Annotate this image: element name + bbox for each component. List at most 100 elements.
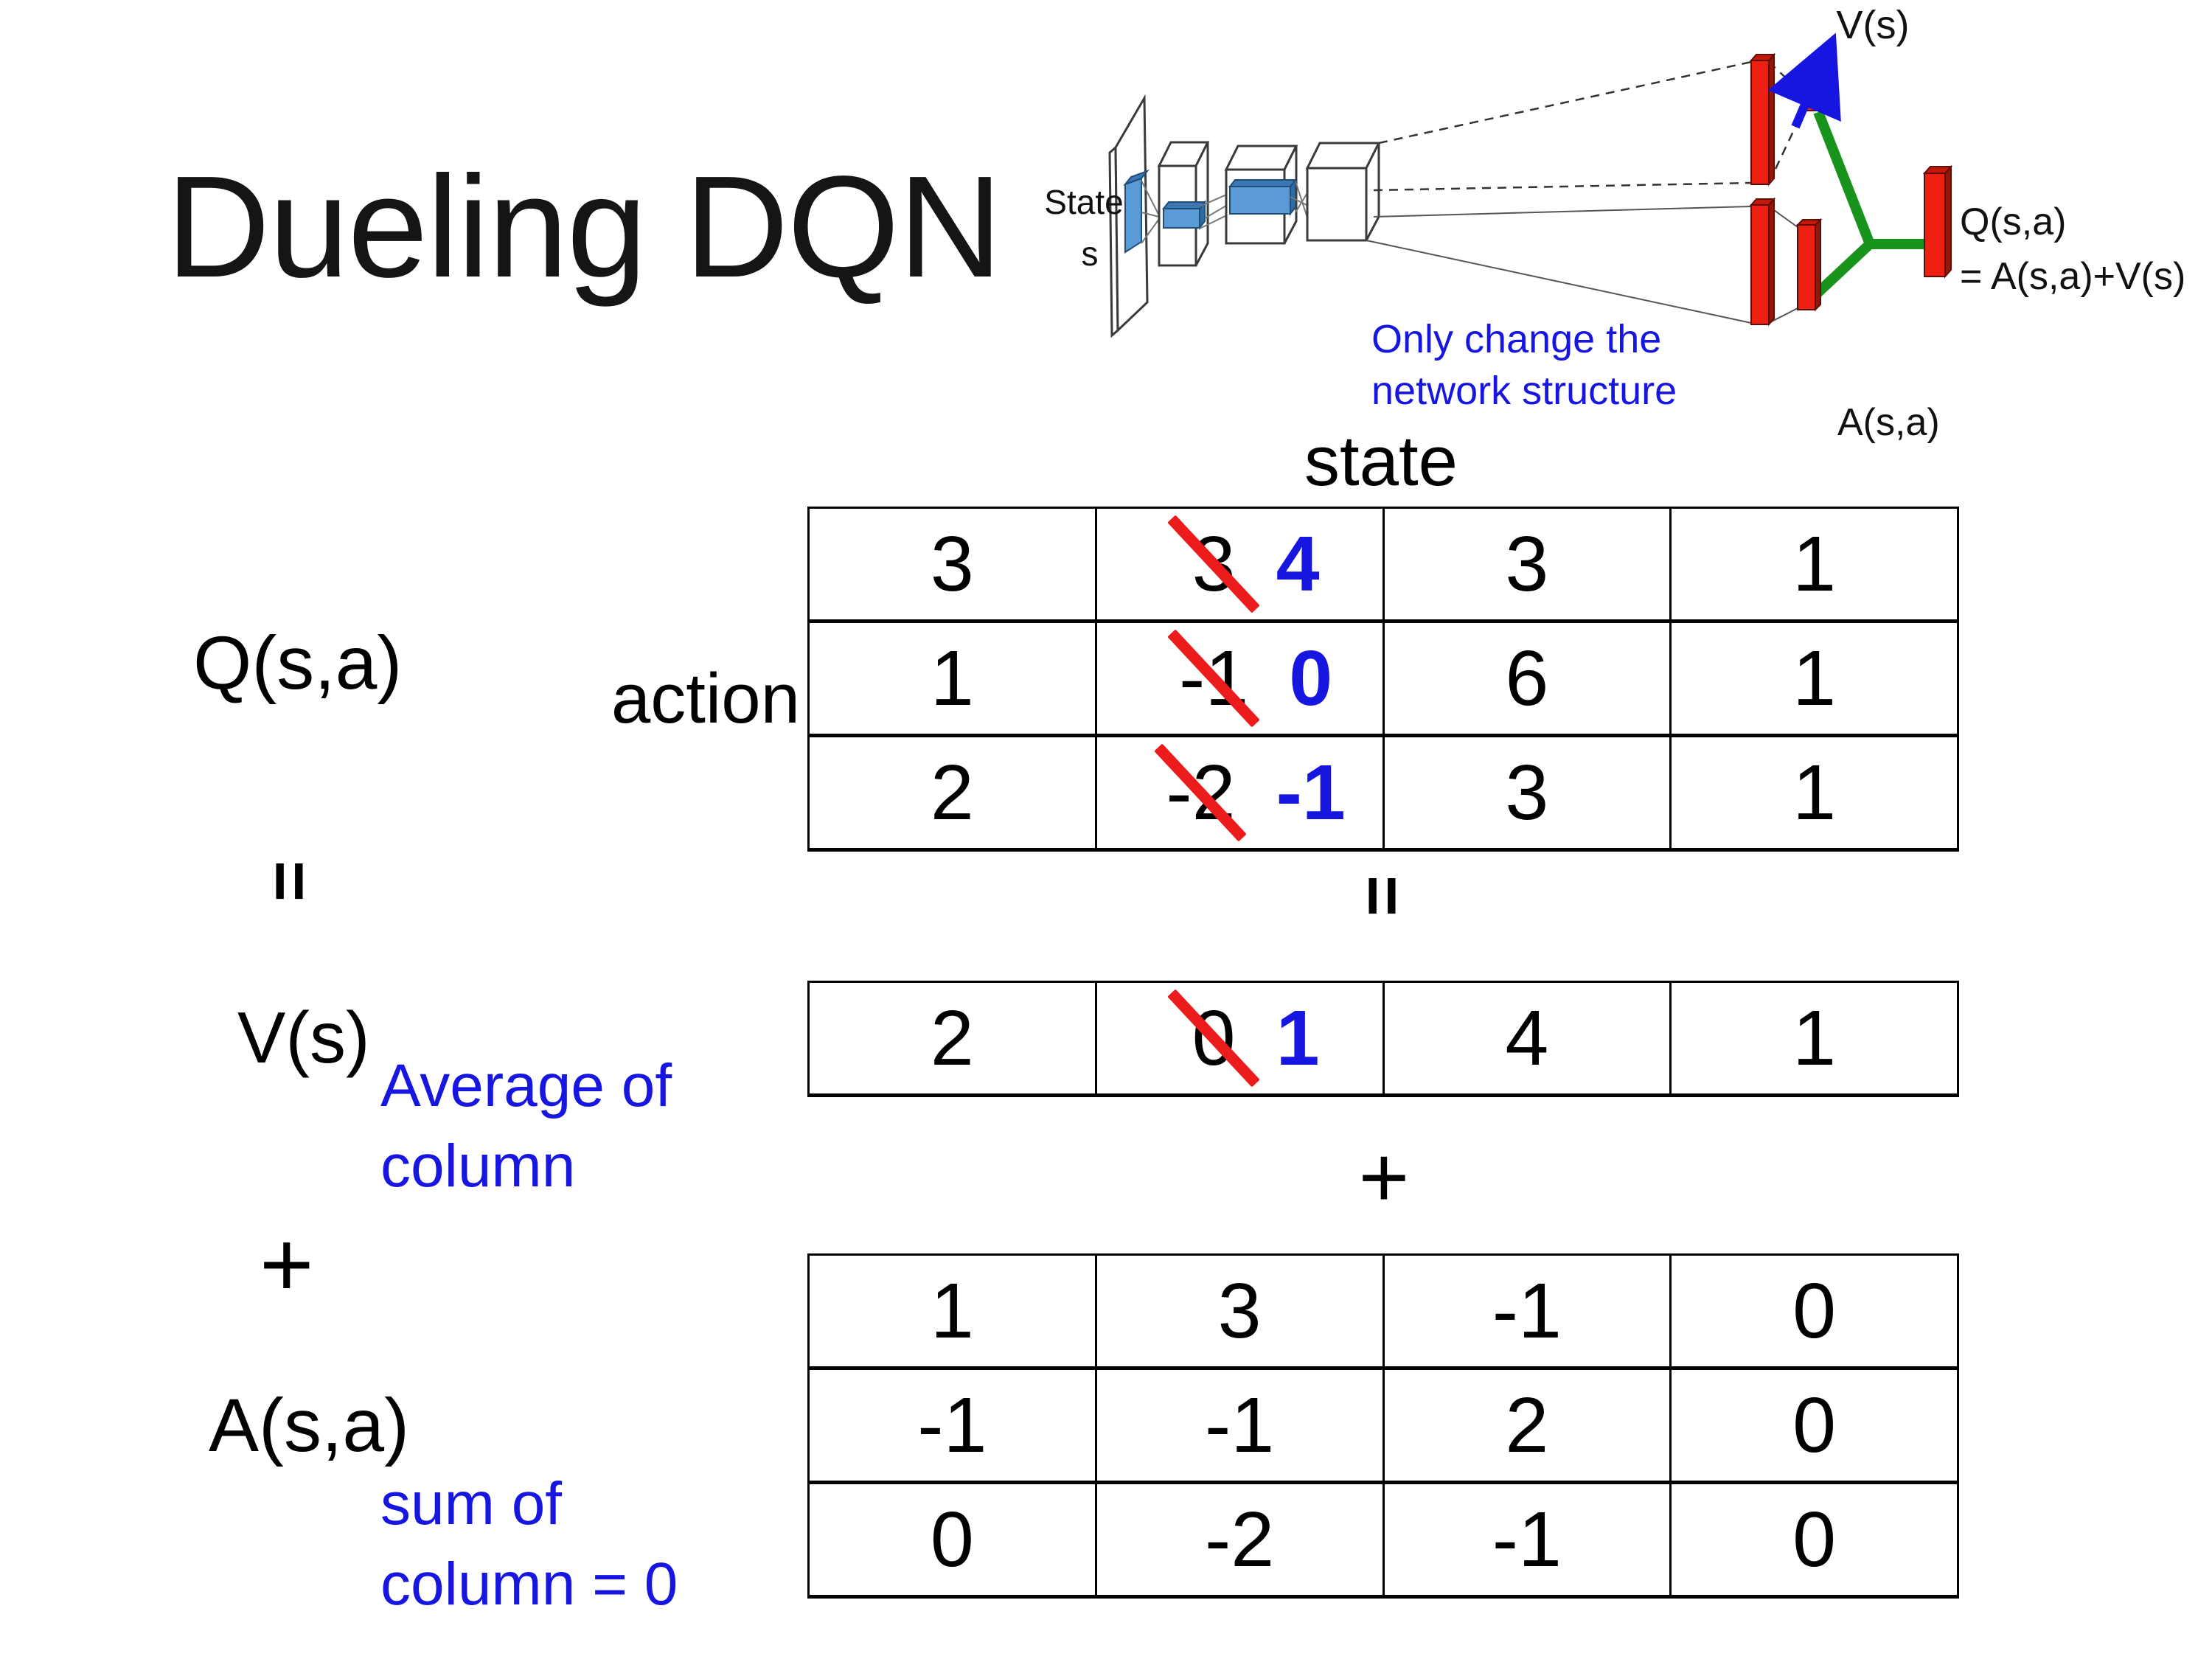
diagram-q-output-label-line1: Q(s,a) [1960,201,2066,243]
sum-of-column-note: sum of column = 0 [380,1464,678,1624]
table-cell: 2 [810,737,1097,848]
value-stream-bar [1749,52,1776,187]
note-line: sum of [380,1470,563,1537]
diagram-v-output-label: V(s) [1837,3,1910,47]
table-cell-corrected: -1 0 [1097,623,1385,734]
cell-value: 2 [930,748,974,836]
diagram-note-line1: Only change the [1371,317,1661,361]
equals-sign-center: = [1335,855,1430,936]
table-cell: 0 [1672,1370,1957,1481]
cell-value: 3 [1505,520,1549,608]
new-value: 4 [1276,520,1320,608]
cell-value: 1 [1792,520,1837,608]
table-cell-corrected: -2 -1 [1097,737,1385,848]
action-axis-label: action [611,659,800,738]
network-diagram: State s Only change the network structur… [1044,3,2185,444]
equals-glyph: = [251,860,330,902]
table-row: 1 3 -1 0 [810,1256,1957,1370]
table-cell: 0 [810,1484,1097,1595]
q-output-bar [1922,164,1953,279]
cell-value: -1 [1492,1267,1562,1354]
cell-value: 0 [930,1495,974,1583]
new-value: 1 [1276,994,1320,1082]
table-cell: 1 [1672,623,1957,734]
table-cell: 0 [1672,1484,1957,1595]
table-cell: 1 [1672,983,1957,1093]
table-cell-corrected: 3 4 [1097,509,1385,619]
diagram-state-label-line2: s [1082,234,1099,273]
v-arrow-icon [1767,32,1841,129]
cell-value: 1 [930,1267,974,1354]
table-cell: 3 [1097,1256,1385,1366]
cell-value: 1 [1792,994,1837,1082]
table-cell: 1 [810,1256,1097,1366]
table-cell: 3 [810,509,1097,619]
note-line: Average of [380,1052,672,1119]
q-table: 3 3 4 3 1 1 -1 0 6 1 2 [807,507,1959,852]
table-cell: 3 [1385,509,1672,619]
cell-value: 2 [1505,1381,1549,1469]
cell-value: 1 [1792,634,1837,722]
table-cell: 2 [810,983,1097,1093]
v-row-table: 2 0 1 4 1 [807,981,1959,1097]
merge-connector [1810,110,1926,301]
table-cell: 1 [1672,737,1957,848]
table-row: 2 0 1 4 1 [810,983,1957,1093]
feature-bar-2 [1228,178,1298,216]
cell-value: 0 [1792,1495,1837,1583]
v-function-label: V(s) [237,997,370,1078]
table-row: 2 -2 -1 3 1 [810,737,1957,848]
advantage-stream-links [1366,206,1798,324]
feature-bar-1 [1161,200,1207,230]
q-function-label: Q(s,a) [193,621,403,705]
a-node [1795,218,1823,312]
conv-filter [1122,169,1150,254]
table-cell: -2 [1097,1484,1385,1595]
cone-lines-2 [1290,181,1309,220]
table-cell: 0 [1672,1256,1957,1366]
table-cell: -1 [810,1370,1097,1481]
table-cell-corrected: 0 1 [1097,983,1385,1093]
note-line: column = 0 [380,1551,678,1618]
diagram-q-output-label-line2: = A(s,a)+V(s) [1960,255,2185,298]
table-cell: 6 [1385,623,1672,734]
table-cell: 2 [1385,1370,1672,1481]
average-of-column-note: Average of column [380,1046,672,1206]
cell-value: 2 [930,994,974,1082]
table-cell: 1 [810,623,1097,734]
value-stream-links [1373,60,1805,192]
table-cell: -1 [1097,1370,1385,1481]
state-axis-label: state [1304,422,1458,501]
cell-value: 0 [1792,1267,1837,1354]
cell-value: 3 [1505,748,1549,836]
conv-box-3 [1305,142,1381,242]
a-table: 1 3 -1 0 -1 -1 2 0 0 -2 -1 0 [807,1253,1959,1599]
new-value: 0 [1289,634,1333,722]
cell-value: 3 [930,520,974,608]
cell-value: -1 [1492,1495,1562,1583]
note-line: column [380,1133,576,1200]
plus-sign-left: + [260,1212,314,1316]
cell-value: 1 [1792,748,1837,836]
table-cell: 1 [1672,509,1957,619]
cell-value: 0 [1792,1381,1837,1469]
table-cell: -1 [1385,1256,1672,1366]
cell-value: 4 [1505,994,1549,1082]
slide-title: Dueling DQN [166,146,1003,307]
cell-value: -1 [1204,1381,1275,1469]
cell-value: -2 [1204,1495,1275,1583]
diagram-note-line2: network structure [1371,369,1677,413]
table-cell: 4 [1385,983,1672,1093]
table-row: 1 -1 0 6 1 [810,623,1957,737]
table-row: -1 -1 2 0 [810,1370,1957,1484]
advantage-stream-bar [1749,197,1776,327]
table-cell: 3 [1385,737,1672,848]
table-cell: -1 [1385,1484,1672,1595]
table-row: 0 -2 -1 0 [810,1484,1957,1595]
cell-value: -1 [917,1381,987,1469]
new-value: -1 [1276,748,1346,836]
input-state-sheet [1108,94,1149,338]
a-function-label: A(s,a) [209,1383,410,1467]
equals-sign-left: = [242,841,338,922]
